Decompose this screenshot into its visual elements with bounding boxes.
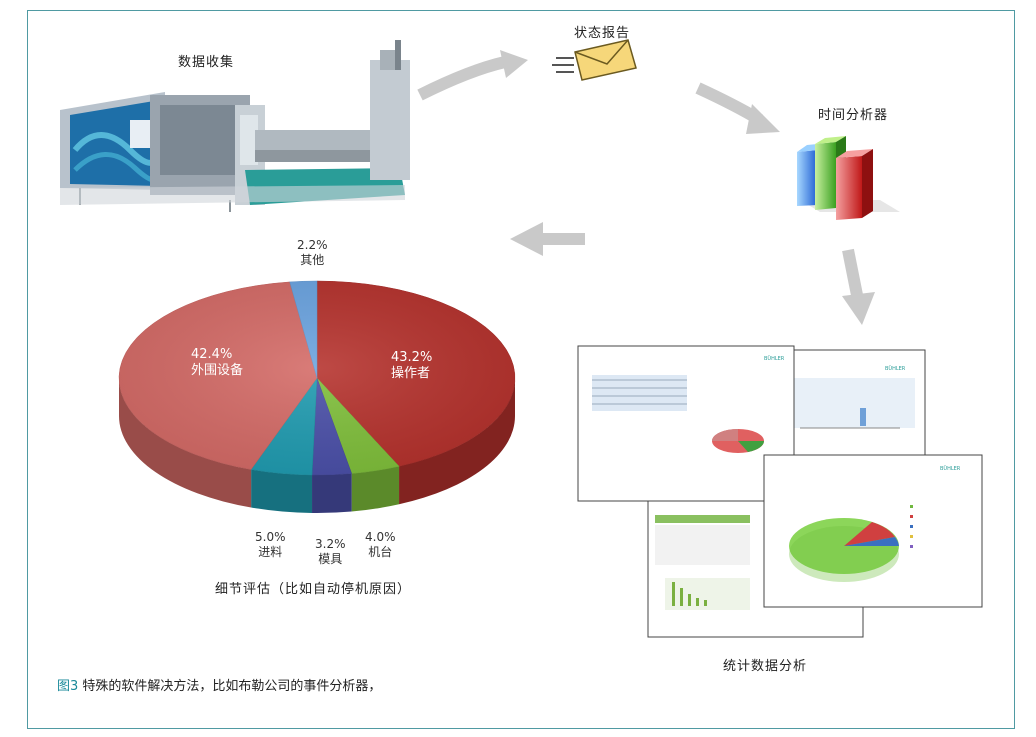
pie-side-0 <box>399 378 515 505</box>
figure-caption: 图3 特殊的软件解决方法，比如布勒公司的事件分析器， <box>57 675 381 694</box>
label-data-collection: 数据收集 <box>178 55 235 70</box>
pie-name-operator: 操作者 <box>391 366 431 381</box>
label-detail-eval: 细节评估（比如自动停机原因） <box>215 582 412 597</box>
pie-label-machine: 4.0% 机台 <box>365 530 396 560</box>
pie-pct-machine: 4.0% <box>365 530 396 544</box>
label-stats-analysis: 统计数据分析 <box>723 659 808 674</box>
pie-label-peripheral: 42.4% 外围设备 <box>191 347 243 379</box>
label-time-analyzer: 时间分析器 <box>818 108 889 123</box>
pie-label-other: 2.2% 其他 <box>297 238 328 268</box>
label-status-report: 状态报告 <box>574 26 631 41</box>
stats-report-thumbnails: BÜHLER BÜHLER BÜHLER <box>577 345 983 638</box>
pie-side-1 <box>351 466 400 512</box>
pie-pct-other: 2.2% <box>297 238 328 252</box>
pie-name-mold: 模具 <box>318 552 343 566</box>
pie-pct-operator: 43.2% <box>391 350 433 365</box>
flow-arrow-to-report <box>417 50 528 101</box>
pie-name-peripheral: 外围设备 <box>191 363 244 378</box>
pie-side-4 <box>119 378 252 508</box>
pie-chart <box>118 280 516 513</box>
pie-name-other: 其他 <box>300 253 325 267</box>
pie-label-feeding: 5.0% 进料 <box>255 530 286 560</box>
pie-name-feeding: 进料 <box>258 545 283 559</box>
svg-text:BÜHLER: BÜHLER <box>885 365 906 372</box>
pie-label-mold: 3.2% 模具 <box>315 537 346 567</box>
pie-side-2 <box>312 473 352 513</box>
flow-arrow-to-detail <box>510 222 585 256</box>
caption-text: 特殊的软件解决方法，比如布勒公司的事件分析器， <box>78 679 382 694</box>
svg-text:BÜHLER: BÜHLER <box>940 465 961 472</box>
die-casting-machine-image <box>60 40 410 212</box>
pie-highlight <box>119 281 515 475</box>
pie-label-operator: 43.2% 操作者 <box>391 350 432 382</box>
pie-pct-peripheral: 42.4% <box>191 347 233 362</box>
figure-number: 图3 <box>57 679 79 694</box>
bar-chart-3d-icon <box>797 136 900 220</box>
pie-side-3 <box>251 469 313 513</box>
flow-arrow-to-stats <box>842 248 875 325</box>
envelope-icon <box>552 39 637 81</box>
flow-arrow-to-analyzer <box>695 82 780 134</box>
pie-name-machine: 机台 <box>368 545 393 559</box>
svg-text:BÜHLER: BÜHLER <box>764 355 785 362</box>
pie-pct-feeding: 5.0% <box>255 530 286 544</box>
pie-pct-mold: 3.2% <box>315 537 346 551</box>
